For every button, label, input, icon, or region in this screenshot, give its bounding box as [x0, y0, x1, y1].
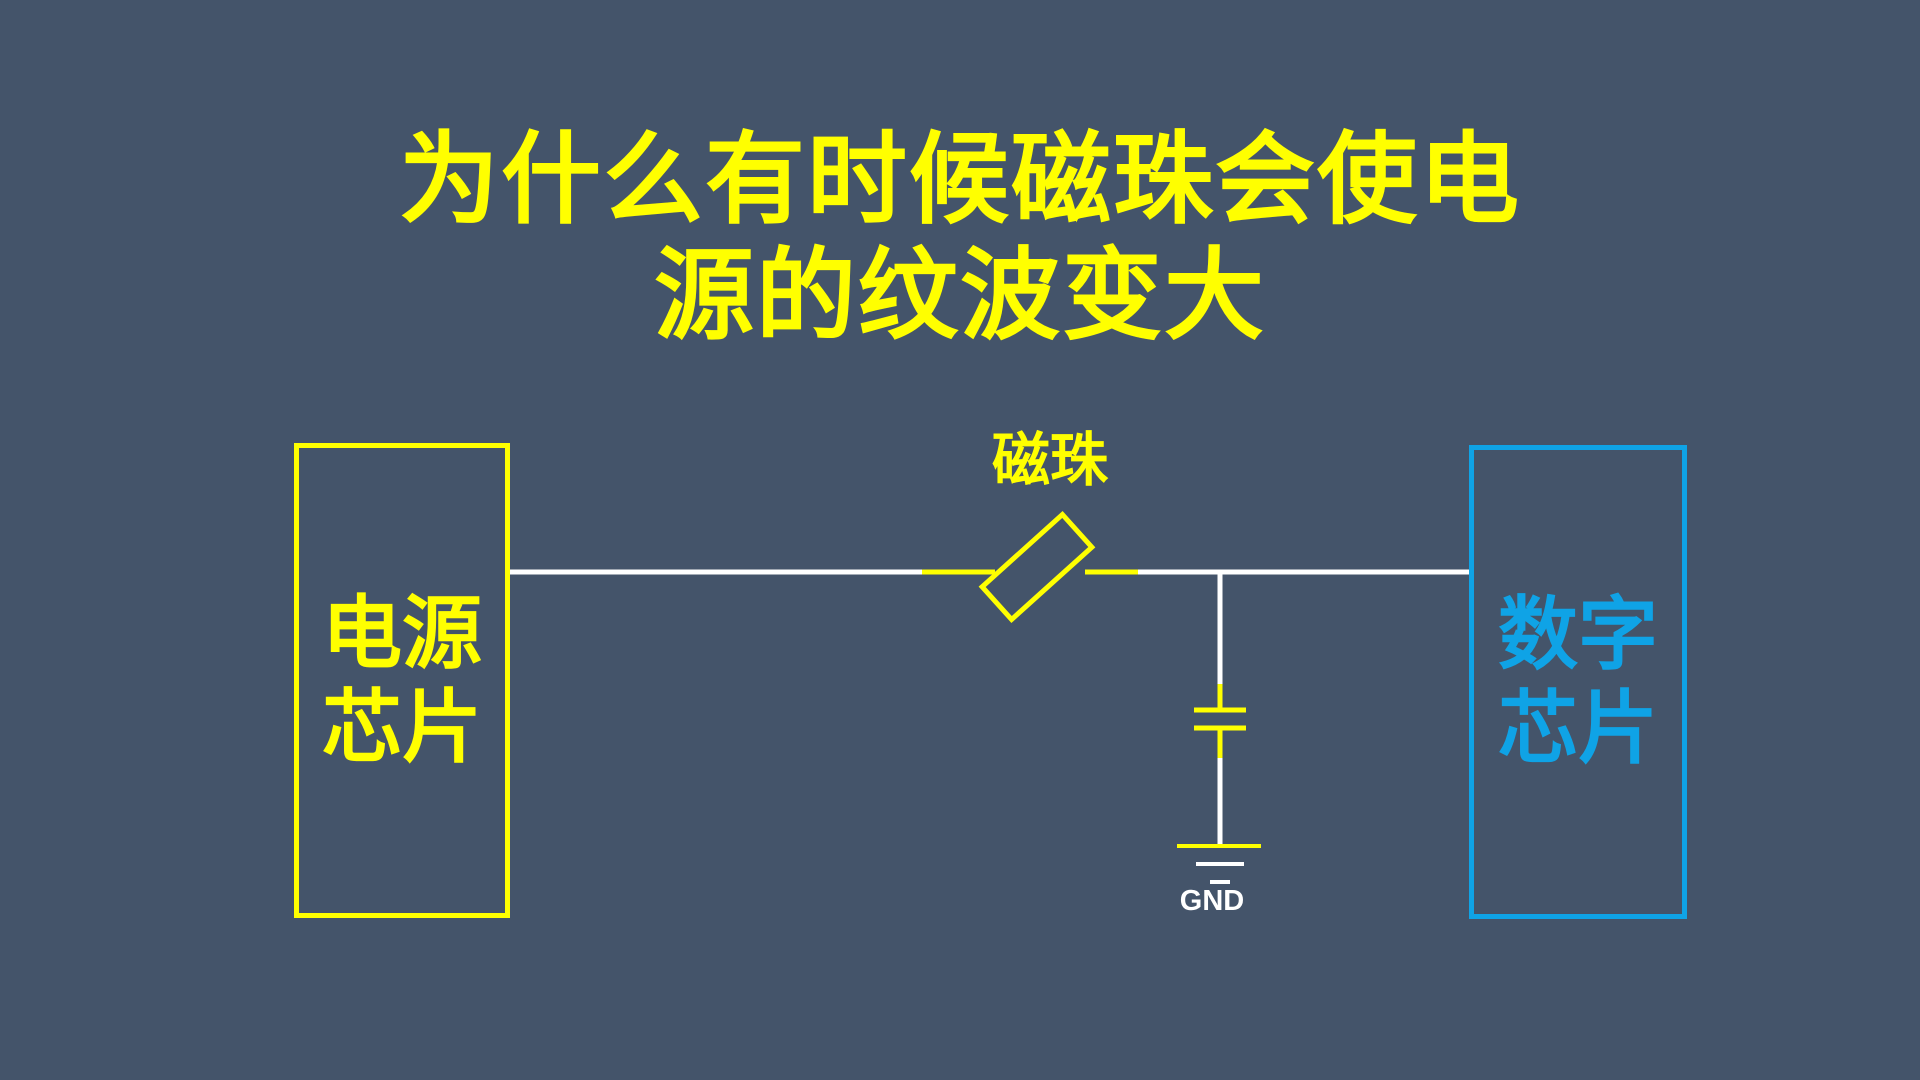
ferrite-bead-label: 磁珠	[991, 426, 1108, 494]
ferrite-bead-symbol	[978, 510, 1096, 624]
ground-symbol	[1177, 844, 1261, 884]
digital-chip-label-line-2: 芯片	[1498, 682, 1658, 775]
gnd-label: GND	[1179, 885, 1245, 917]
title-line-2: 源的纹波变大	[654, 237, 1266, 354]
power-chip-label-line-1: 电源	[322, 586, 482, 680]
digital-chip-box: 数字 芯片	[1469, 445, 1687, 919]
title-line-1: 为什么有时候磁珠会使电	[399, 121, 1521, 238]
power-chip-box: 电源 芯片	[294, 443, 510, 918]
power-chip-label-line-2: 芯片	[322, 680, 482, 774]
digital-chip-label-line-1: 数字	[1498, 588, 1658, 681]
slide-title: 为什么有时候磁珠会使电 源的纹波变大	[0, 122, 1920, 354]
